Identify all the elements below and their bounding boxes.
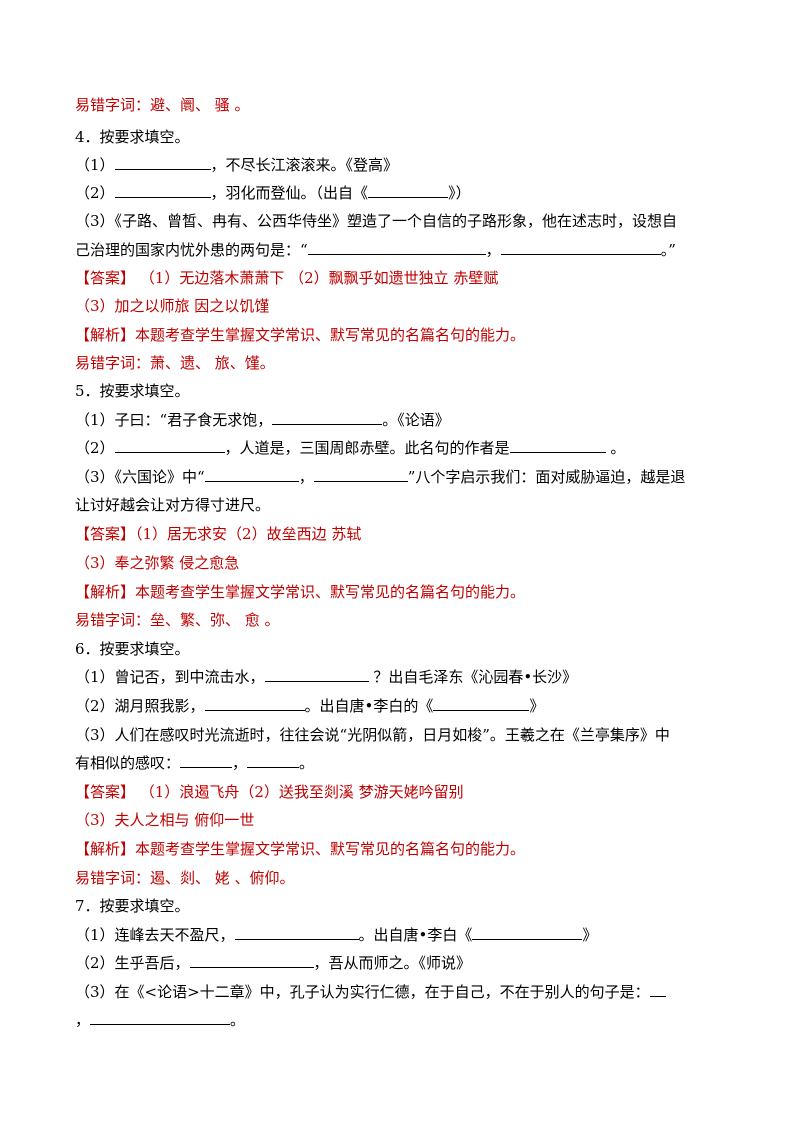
q7-sub3-comma: ，	[75, 1011, 91, 1029]
q6-sub2-end: 》	[529, 697, 545, 715]
q7-sub2: （2）生乎吾后， ，吾从而师之。《师说》	[75, 953, 471, 973]
q5-sub2-end: 。	[605, 439, 626, 457]
fill-blank	[114, 438, 225, 453]
q6-sub3-text: 有相似的感叹：	[75, 754, 181, 772]
q6-sub2-mid: 。出自唐•李白的《	[304, 697, 434, 715]
q4-sub3-end: 。”	[660, 241, 676, 259]
q4-header: 4．按要求填空。	[75, 128, 190, 146]
analysis-tag: 【解析】	[75, 583, 136, 601]
q7-sub3-text: （3）在《<论语>十二章》中，孔子认为实行仁德，在于自己，不在于别人的句子是：	[75, 983, 650, 1001]
fill-blank	[234, 925, 359, 940]
answer-tag: 【答案】	[75, 525, 136, 543]
q4-answer-line1: 【答案】 （1）无边落木萧萧下 （2）飘飘乎如遗世独立 赤壁赋	[75, 268, 498, 288]
fill-blank	[509, 438, 606, 453]
q5-header: 5．按要求填空。	[75, 382, 190, 400]
fill-blank	[472, 925, 583, 940]
q6-sub3-line2: 有相似的感叹： ， 。	[75, 753, 314, 773]
q6-analysis: 【解析】本题考查学生掌握文学常识、默写常见的名篇名句的能力。	[75, 839, 525, 859]
fill-blank	[90, 1010, 231, 1025]
q5-sub3-text: （3）《六国论》中“	[75, 468, 205, 486]
q6-sub3-end: 。	[299, 754, 315, 772]
fill-blank	[264, 667, 369, 682]
q5-sub3-comma: ，	[298, 468, 314, 486]
q4-answer-line2: （3）加之以师旅 因之以饥馑	[75, 297, 270, 315]
q7-sub3-line1: （3）在《<论语>十二章》中，孔子认为实行仁德，在于自己，不在于别人的句子是：	[75, 982, 666, 1002]
q5-sub2-number: （2）	[75, 439, 115, 457]
fill-blank	[180, 753, 233, 768]
fill-blank	[500, 240, 661, 255]
q7-header: 7．按要求填空。	[75, 897, 190, 915]
q6-sub1: （1）曾记否，到中流击水， ？出自毛泽东《沁园春•长沙》	[75, 667, 577, 687]
q7-sub1-mid: 。出自唐•李白《	[358, 926, 473, 944]
fill-blank	[433, 696, 530, 711]
fill-blank	[272, 410, 383, 425]
fill-blank	[189, 953, 314, 968]
fill-blank	[247, 753, 300, 768]
q5-sub1-end: 。《论语》	[382, 411, 450, 429]
fill-blank	[368, 183, 449, 198]
q6-header: 6．按要求填空。	[75, 640, 190, 658]
q4-sub2-text: ，羽化而登仙。（出自《	[210, 184, 369, 202]
q4-sub2: （2） ，羽化而登仙。（出自《 》）	[75, 183, 471, 203]
q5-typo: 易错字词：垒、繁、弥、 愈 。	[75, 611, 280, 629]
answer-text: （1）居无求安（2）故垒西边 苏轼	[135, 525, 362, 543]
q4-sub3-line2: 己治理的国家内忧外患的两句是：“ ， 。”	[75, 240, 676, 260]
q6-sub3-line1: （3）人们在感叹时光流逝时，往往会说“光阴似箭，日月如梭”。王羲之在《兰亭集序》…	[75, 726, 670, 744]
q5-answer-line1: 【答案】（1）居无求安（2）故垒西边 苏轼	[75, 524, 361, 544]
fill-blank	[114, 183, 211, 198]
q4-typo: 易错字词：萧、遗、 旅、馑。	[75, 354, 275, 372]
q7-sub1: （1）连峰去天不盈尺， 。出自唐•李白《 》	[75, 925, 597, 945]
q6-sub2: （2）湖月照我影， 。出自唐•李白的《 》	[75, 696, 544, 716]
q5-sub3-line1: （3）《六国论》中“ ， ”八个字启示我们：面对威胁逼迫，越是退	[75, 467, 685, 487]
q6-sub3-comma: ，	[232, 754, 248, 772]
answer-tag: 【答案】	[75, 269, 136, 287]
answer-text: （1）无边落木萧萧下 （2）飘飘乎如遗世独立 赤壁赋	[139, 269, 499, 287]
q7-sub1-text: （1）连峰去天不盈尺，	[75, 926, 235, 944]
answer-text: （1）浪遏飞舟（2）送我至剡溪 梦游天姥吟留别	[139, 783, 464, 801]
q4-sub3-line1: （3）《子路、曾皙、冉有、公西华侍坐》塑造了一个自信的子路形象，他在述志时，设想…	[75, 212, 678, 230]
q7-sub2-text: （2）生乎吾后，	[75, 954, 190, 972]
q5-answer-line2: （3）奉之弥繁 侵之愈急	[75, 554, 240, 572]
fill-blank	[204, 696, 305, 711]
q7-sub3-line2: ，。	[75, 1010, 245, 1030]
q4-sub1-number: （1）	[75, 156, 115, 174]
fill-blank	[649, 982, 666, 997]
q6-sub1-end: ？出自毛泽东《沁园春•长沙》	[368, 668, 578, 686]
q6-answer-line2: （3）夫人之相与 俯仰一世	[75, 811, 255, 829]
fill-blank	[114, 155, 211, 170]
fill-blank	[307, 240, 486, 255]
q4-sub2-number: （2）	[75, 184, 115, 202]
fill-blank	[313, 467, 408, 482]
q6-sub1-text: （1）曾记否，到中流击水，	[75, 668, 265, 686]
q6-sub2-text: （2）湖月照我影，	[75, 697, 205, 715]
q4-analysis: 【解析】本题考查学生掌握文学常识、默写常见的名篇名句的能力。	[75, 325, 525, 345]
analysis-text: 本题考查学生掌握文学常识、默写常见的名篇名句的能力。	[135, 583, 526, 601]
q6-typo: 易错字词：遏、剡、 姥 、俯仰。	[75, 869, 295, 887]
q7-sub3-end: 。	[230, 1011, 246, 1029]
q7-sub1-end: 》	[582, 926, 598, 944]
analysis-tag: 【解析】	[75, 840, 136, 858]
q4-sub3-comma: ，	[485, 241, 501, 259]
q4-sub1-text: ，不尽长江滚滚来。《登高》	[210, 156, 399, 174]
q4-sub3-text: 己治理的国家内忧外患的两句是：“	[75, 241, 308, 259]
q6-answer-line1: 【答案】 （1）浪遏飞舟（2）送我至剡溪 梦游天姥吟留别	[75, 782, 464, 802]
q5-sub3-line2: 让讨好越会让对方得寸进尺。	[75, 496, 271, 514]
q5-analysis: 【解析】本题考查学生掌握文学常识、默写常见的名篇名句的能力。	[75, 582, 525, 602]
q4-sub1: （1） ，不尽长江滚滚来。《登高》	[75, 155, 398, 175]
q5-sub1-text: （1）子曰：“君子食无求饱，	[75, 411, 273, 429]
answer-tag: 【答案】	[75, 783, 136, 801]
q5-sub2: （2） ，人道是，三国周郎赤壁。此名句的作者是 。	[75, 438, 625, 458]
analysis-tag: 【解析】	[75, 326, 136, 344]
fill-blank	[204, 467, 299, 482]
q3-typo: 易错字词：避、阛、 骚 。	[75, 96, 250, 114]
q4-sub2-text-end: 》）	[448, 184, 471, 202]
q7-sub2-end: ，吾从而师之。《师说》	[313, 954, 472, 972]
q5-sub1: （1）子曰：“君子食无求饱， 。《论语》	[75, 410, 450, 430]
q5-sub3-end: ”八个字启示我们：面对威胁逼迫，越是退	[407, 468, 686, 486]
analysis-text: 本题考查学生掌握文学常识、默写常见的名篇名句的能力。	[135, 840, 526, 858]
q5-sub2-text: ，人道是，三国周郎赤壁。此名句的作者是	[224, 439, 510, 457]
analysis-text: 本题考查学生掌握文学常识、默写常见的名篇名句的能力。	[135, 326, 526, 344]
